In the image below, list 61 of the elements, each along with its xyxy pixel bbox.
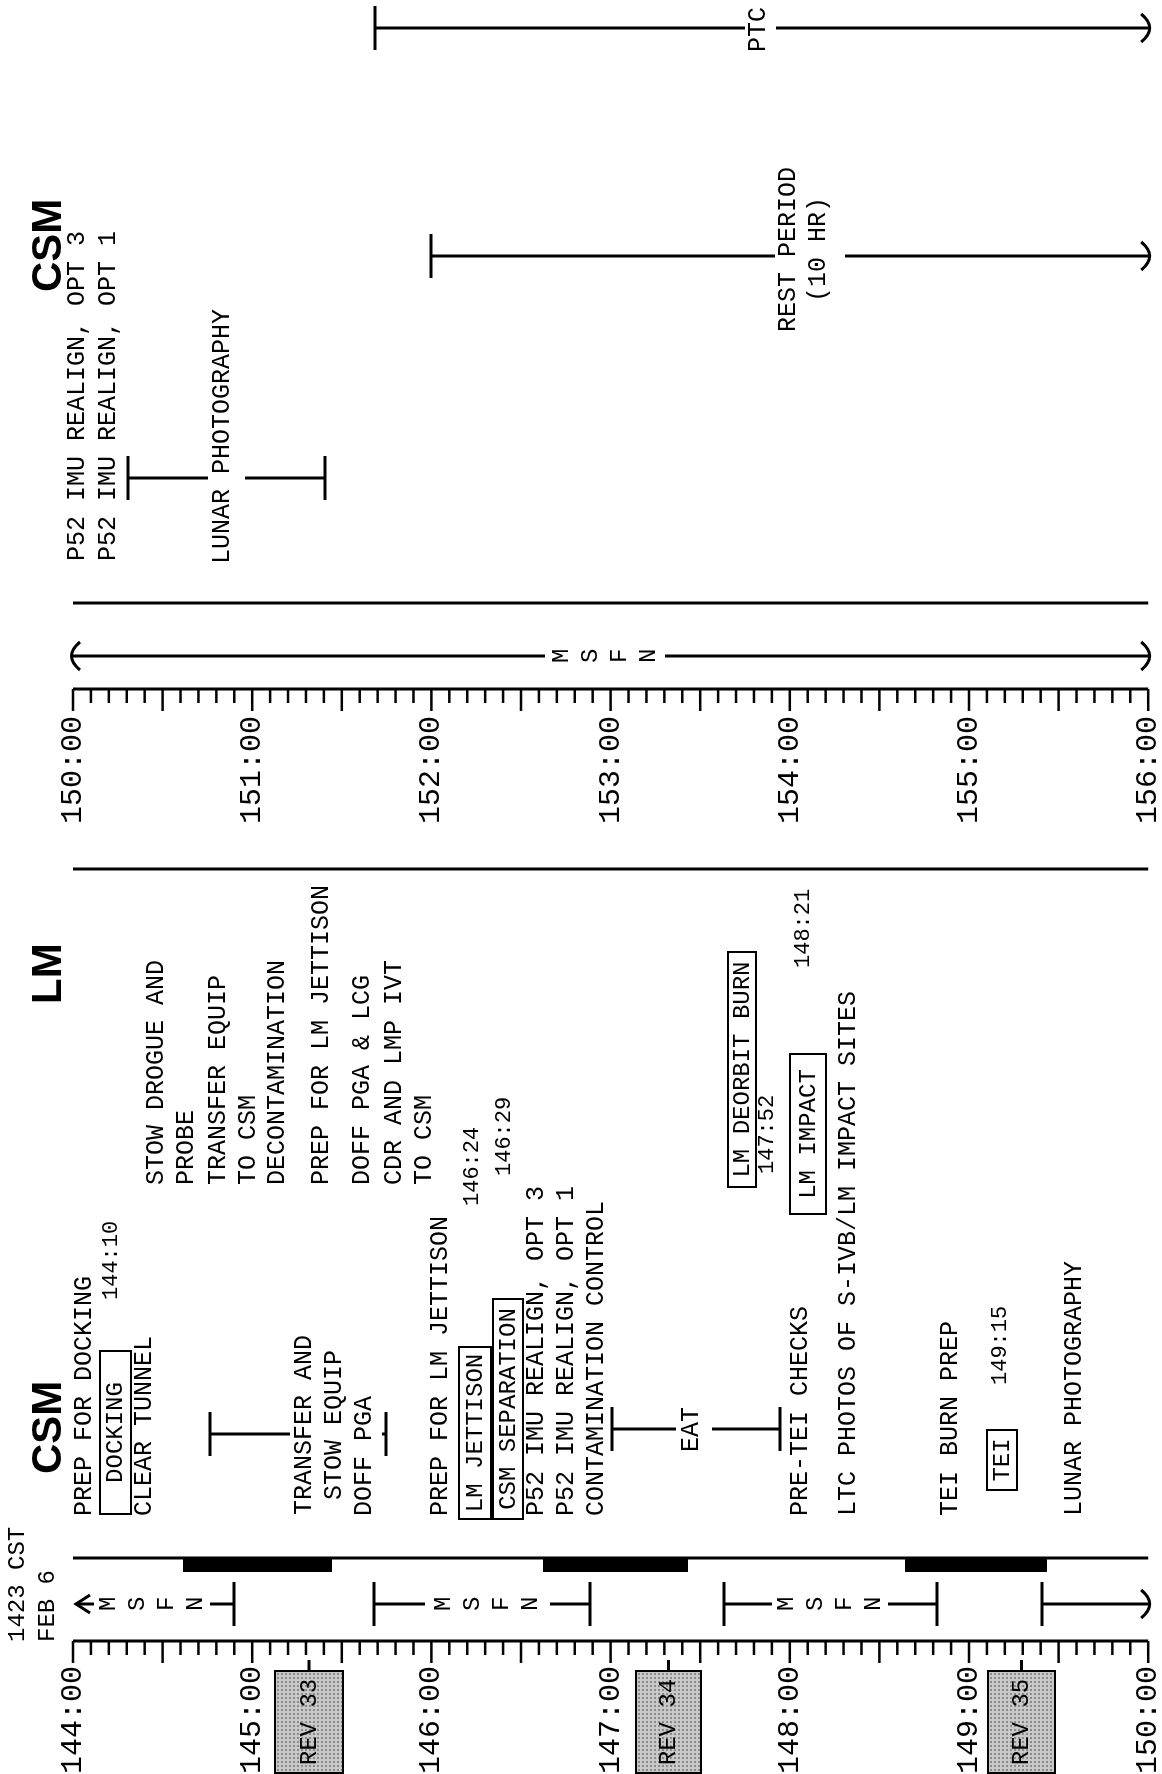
activity-label: PREP FOR LM JETTISON <box>426 1215 456 1516</box>
activity-label: TRANSFER AND STOW EQUIP <box>290 1334 350 1516</box>
station-label: MSFN <box>429 1596 545 1611</box>
time-label: 153:00 <box>595 715 626 824</box>
time-label: 154:00 <box>774 715 805 824</box>
activity-label: LUNAR PHOTOGRAPHY <box>208 308 238 564</box>
column-heading: CSM <box>25 1380 69 1474</box>
elapsed-time: 148:21 <box>791 888 817 968</box>
time-label: 149:00 <box>954 1665 984 1774</box>
activity-label: DOFF PGA & LCG <box>348 974 378 1185</box>
time-label: 146:00 <box>416 1665 447 1774</box>
revolution-box: REV 35 <box>987 1670 1056 1774</box>
event-box: LM JETTISON <box>458 1346 492 1520</box>
activity-label: PRE-TEI CHECKS <box>786 1305 816 1516</box>
event-box: LM DEORBIT BURN <box>727 951 757 1188</box>
time-label: 151:00 <box>237 715 268 824</box>
activity-label: CLEAR TUNNEL <box>130 1335 160 1516</box>
event-box: CSM SEPARATION <box>492 1298 524 1520</box>
station-label: MSFN <box>772 1596 888 1611</box>
activity-label: TRANSFER EQUIP TO CSM <box>204 973 264 1185</box>
time-label: 147:00 <box>595 1665 626 1774</box>
elapsed-time: 146:24 <box>460 1126 486 1206</box>
revolution-box: REV 34 <box>635 1670 702 1774</box>
revolution-box: REV 33 <box>274 1670 344 1774</box>
activity-label: P52 IMU REALIGN, OPT 1 <box>552 1185 582 1516</box>
time-label: 145:00 <box>237 1665 268 1774</box>
time-label: 150:00 <box>1133 1665 1162 1774</box>
activity-label: P52 IMU REALIGN, OPT 1 <box>94 230 124 561</box>
event-box: TEI <box>986 1429 1018 1491</box>
column-heading: LM <box>25 943 69 1004</box>
time-label: 144:00 <box>58 1665 88 1774</box>
activity-label: REST PERIOD (10 HR) <box>774 166 834 333</box>
activity-label: PTC <box>744 7 774 52</box>
activity-label: CONTAMINATION CONTROL <box>582 1200 612 1516</box>
activity-label: LUNAR PHOTOGRAPHY <box>1060 1260 1090 1516</box>
activity-label: EAT <box>677 1407 707 1452</box>
activity-label: STOW DROGUE AND PROBE <box>142 958 202 1185</box>
activity-label: TEI BURN PREP <box>936 1320 966 1516</box>
event-box: DOCKING <box>99 1350 132 1515</box>
station-label: MSFN <box>547 648 663 663</box>
activity-label: DECONTAMINATION <box>263 959 293 1185</box>
date-time-label: FEB 6 <box>33 1570 62 1642</box>
activity-label: P52 IMU REALIGN, OPT 3 <box>522 1185 552 1516</box>
activity-label: DOFF PGA <box>350 1395 380 1516</box>
activity-label: P52 IMU REALIGN, OPT 3 <box>63 230 93 561</box>
elapsed-time: 147:52 <box>755 1094 781 1174</box>
time-label: 155:00 <box>954 715 984 824</box>
date-time-label: 1423 CST <box>3 1526 32 1642</box>
event-box: LM IMPACT <box>789 1053 827 1215</box>
activity-label: CDR AND LMP IVT TO CSM <box>380 958 440 1185</box>
activity-label: PREP FOR DOCKING <box>70 1275 100 1516</box>
station-label: MSFN <box>94 1596 210 1611</box>
elapsed-time: 146:29 <box>492 1096 518 1176</box>
activity-label: LTC PHOTOS OF S-IVB/LM IMPACT SITES <box>834 990 864 1516</box>
time-label: 150:00 <box>58 715 88 824</box>
time-label: 148:00 <box>774 1665 805 1774</box>
elapsed-time: 144:10 <box>99 1220 125 1300</box>
time-label: 152:00 <box>416 715 447 824</box>
elapsed-time: 149:15 <box>988 1305 1014 1385</box>
activity-label: PREP FOR LM JETTISON <box>307 884 337 1185</box>
time-label: 156:00 <box>1133 715 1162 824</box>
